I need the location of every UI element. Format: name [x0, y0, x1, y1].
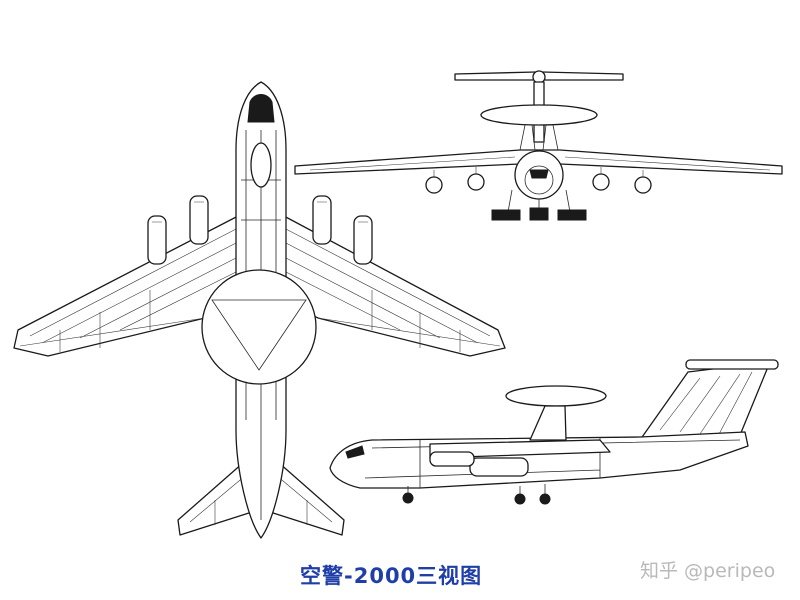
plan-cockpit-glazing — [247, 94, 275, 123]
front-radar-dome — [480, 104, 598, 126]
plan-left-wing-lines — [19, 227, 239, 352]
front-tail-hub — [532, 70, 546, 84]
side-radar-pylon — [529, 405, 567, 441]
plan-engine-right-outer — [353, 215, 373, 265]
side-cockpit-window — [345, 445, 365, 459]
front-radar-pylons — [519, 124, 559, 151]
front-gear-center — [529, 207, 549, 221]
plan-fuselage-fairing — [250, 142, 272, 188]
plan-engine-detail — [152, 201, 368, 223]
side-view — [329, 359, 779, 505]
front-gear-left — [491, 209, 521, 221]
side-main-gear-1 — [514, 493, 526, 505]
side-fin-tip — [685, 359, 779, 370]
plan-radar-triangle — [211, 299, 307, 371]
side-main-gear-2 — [539, 493, 551, 505]
front-engine-2 — [467, 173, 485, 191]
drawing-caption: 空警-2000三视图 — [300, 564, 483, 588]
side-engine-near — [469, 457, 529, 477]
front-engine-3 — [592, 173, 610, 191]
plan-engine-left-inner — [189, 195, 209, 245]
front-cockpit-window — [529, 169, 549, 179]
front-engine-pylons — [433, 167, 644, 177]
plan-engine-right-inner — [312, 195, 332, 245]
side-engine-far — [429, 451, 475, 467]
watermark-text: 知乎 @peripeo — [640, 560, 776, 582]
front-nose-ring — [524, 165, 554, 195]
side-fin-lines — [659, 371, 753, 437]
plan-radar-dome — [201, 269, 317, 385]
plan-engine-left-outer — [147, 215, 167, 265]
front-wing-lines — [309, 156, 771, 171]
front-engine-4 — [634, 176, 652, 194]
front-view — [294, 70, 783, 221]
plan-tail-lines — [189, 469, 333, 525]
side-radar-dome — [505, 385, 607, 407]
front-gear-right — [557, 209, 587, 221]
side-nose-gear — [402, 492, 414, 504]
side-vertical-fin — [639, 361, 771, 441]
plan-right-wing-lines — [283, 227, 501, 352]
plan-view — [13, 81, 506, 539]
side-wing-root — [429, 439, 611, 459]
front-engine-1 — [425, 176, 443, 194]
